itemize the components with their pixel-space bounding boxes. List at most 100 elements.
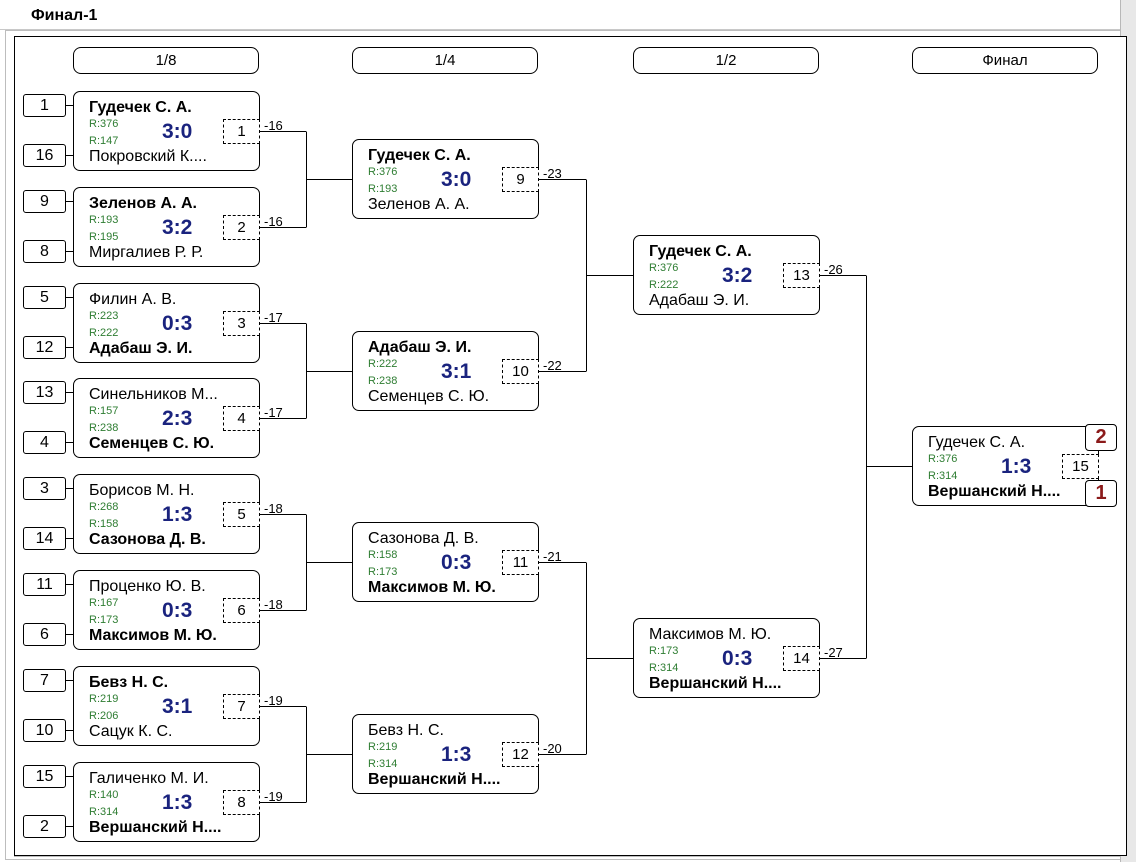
player-1-name: Синельников М... (89, 386, 218, 403)
player-1-name: Зеленов А. А. (89, 195, 197, 212)
seed-box: 16 (23, 144, 66, 167)
seed-box: 4 (23, 431, 66, 454)
match-score: 1:3 (1001, 455, 1032, 478)
seed-connector (66, 538, 75, 539)
player-1-name: Гудечек С. А. (928, 434, 1026, 451)
player-2-name: Сацук К. С. (89, 723, 173, 740)
final-place-bottom: 1 (1085, 480, 1117, 507)
player-2-rating: R:314 (928, 470, 958, 482)
loser-destination: -27 (824, 645, 843, 660)
match-number: 14 (783, 646, 820, 671)
match-score: 3:2 (162, 216, 193, 239)
loser-destination: -20 (543, 741, 562, 756)
seed-box: 2 (23, 815, 66, 838)
player-1-rating: R:376 (89, 118, 119, 130)
seed-box: 11 (23, 573, 66, 596)
player-1-name: Проценко Ю. В. (89, 578, 206, 595)
loser-destination: -18 (264, 501, 283, 516)
player-2-name: Вершанский Н.... (649, 675, 782, 692)
player-1-name: Гудечек С. А. (368, 147, 471, 164)
player-1-name: Борисов М. Н. (89, 482, 195, 499)
seed-box: 5 (23, 286, 66, 309)
player-2-rating: R:173 (368, 566, 398, 578)
horizontal-scrollbar[interactable] (14, 856, 1120, 863)
seed-box: 8 (23, 240, 66, 263)
seed-connector (66, 347, 75, 348)
player-2-rating: R:314 (649, 662, 679, 674)
match-score: 1:3 (162, 503, 193, 526)
player-1-name: Максимов М. Ю. (649, 626, 772, 643)
seed-connector (66, 155, 75, 156)
player-2-rating: R:238 (89, 422, 119, 434)
player-1-name: Адабаш Э. И. (368, 339, 472, 356)
loser-destination: -16 (264, 214, 283, 229)
player-1-rating: R:219 (89, 693, 119, 705)
match-score: 3:1 (441, 360, 472, 383)
loser-destination: -17 (264, 310, 283, 325)
loser-destination: -17 (264, 405, 283, 420)
loser-destination: -19 (264, 693, 283, 708)
player-1-name: Бевз Н. С. (368, 722, 444, 739)
final-place-top: 2 (1085, 424, 1117, 451)
player-2-name: Зеленов А. А. (368, 196, 470, 213)
player-1-name: Гудечек С. А. (89, 99, 192, 116)
player-2-name: Миргалиев Р. Р. (89, 244, 204, 261)
round-label-1-8: 1/8 (73, 47, 259, 74)
seed-box: 14 (23, 527, 66, 550)
player-1-rating: R:376 (649, 262, 679, 274)
match-score: 3:0 (441, 168, 472, 191)
match-score: 0:3 (162, 312, 193, 335)
player-2-name: Покровский К.... (89, 148, 207, 165)
player-1-rating: R:173 (649, 645, 679, 657)
player-2-name: Адабаш Э. И. (89, 340, 193, 357)
loser-destination: -19 (264, 789, 283, 804)
match-number: 8 (223, 790, 260, 815)
seed-box: 12 (23, 336, 66, 359)
player-2-rating: R:314 (89, 806, 119, 818)
player-1-name: Бевз Н. С. (89, 674, 169, 691)
round-label-1-4: 1/4 (352, 47, 538, 74)
match-score: 3:1 (162, 695, 193, 718)
seed-connector (66, 826, 75, 827)
player-2-name: Адабаш Э. И. (649, 292, 750, 309)
match-score: 2:3 (162, 407, 193, 430)
player-1-rating: R:158 (368, 549, 398, 561)
player-2-rating: R:158 (89, 518, 119, 530)
player-1-rating: R:140 (89, 789, 119, 801)
player-1-rating: R:223 (89, 310, 119, 322)
window-title: Финал-1 (31, 7, 98, 24)
seed-connector (66, 201, 75, 202)
player-2-rating: R:206 (89, 710, 119, 722)
player-2-name: Максимов М. Ю. (89, 627, 217, 644)
seed-box: 10 (23, 719, 66, 742)
player-2-rating: R:193 (368, 183, 398, 195)
loser-destination: -26 (824, 262, 843, 277)
match-number: 3 (223, 311, 260, 336)
loser-destination: -22 (543, 358, 562, 373)
seed-connector (66, 442, 75, 443)
seed-connector (66, 634, 75, 635)
seed-connector (66, 584, 75, 585)
player-2-rating: R:222 (89, 327, 119, 339)
match-number: 11 (502, 550, 539, 575)
match-score: 3:0 (162, 120, 193, 143)
loser-destination: -18 (264, 597, 283, 612)
player-2-name: Вершанский Н.... (368, 771, 501, 788)
loser-destination: -16 (264, 118, 283, 133)
seed-box: 13 (23, 381, 66, 404)
